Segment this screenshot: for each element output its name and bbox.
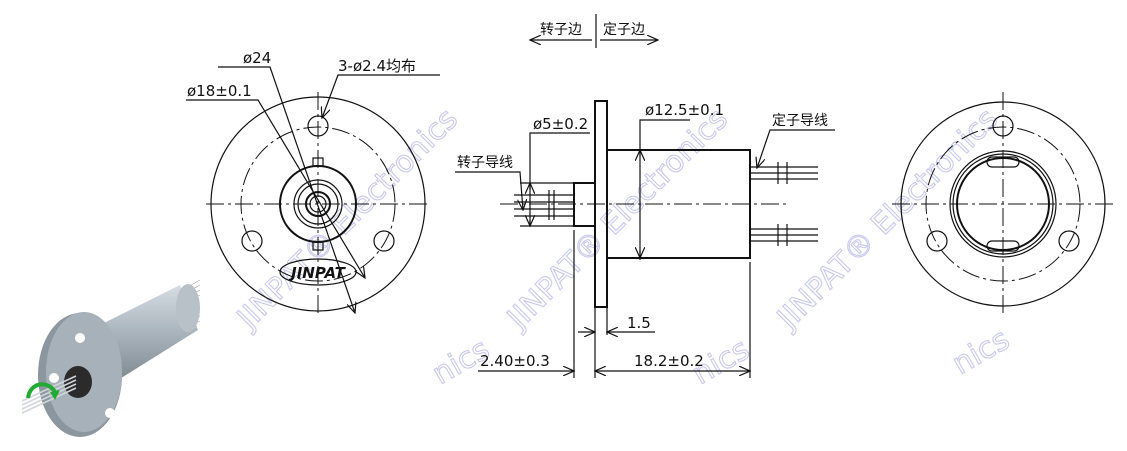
svg-text:nics: nics: [947, 322, 1016, 382]
svg-text:JINPAT® Electronics: JINPAT® Electronics: [229, 102, 464, 337]
label-rotor-wires: 转子导线: [457, 155, 513, 171]
dim-mounting-holes: 3-ø2.4均布: [338, 57, 416, 75]
watermark: JINPAT® Electronics JINPAT® Electronics …: [229, 101, 1016, 392]
rotation-arrow-icon: [26, 382, 57, 399]
label-stator-side: 定子边: [603, 22, 645, 38]
isometric-view: [21, 279, 201, 437]
side-view: [455, 14, 835, 378]
dim-shaft-diameter: ø5±0.2: [533, 115, 588, 133]
dim-rotor-length: 2.40±0.3: [480, 352, 550, 370]
svg-text:JINPAT® Electronics: JINPAT® Electronics: [499, 102, 734, 337]
front-view: JINPAT: [186, 66, 440, 316]
dim-body-diameter: ø12.5±0.1: [645, 101, 724, 119]
dim-flange-thickness: 1.5: [627, 314, 651, 332]
logo-text: JINPAT: [288, 264, 347, 282]
label-stator-wires: 定子导线: [772, 113, 828, 129]
svg-text:JINPAT® Electronics: JINPAT® Electronics: [769, 102, 1004, 337]
label-rotor-side: 转子边: [540, 22, 582, 38]
dim-body-length: 18.2±0.2: [634, 352, 704, 370]
dim-outer-diameter: ø24: [243, 49, 271, 67]
dim-bolt-circle: ø18±0.1: [187, 82, 252, 100]
rear-view: [892, 92, 1115, 316]
